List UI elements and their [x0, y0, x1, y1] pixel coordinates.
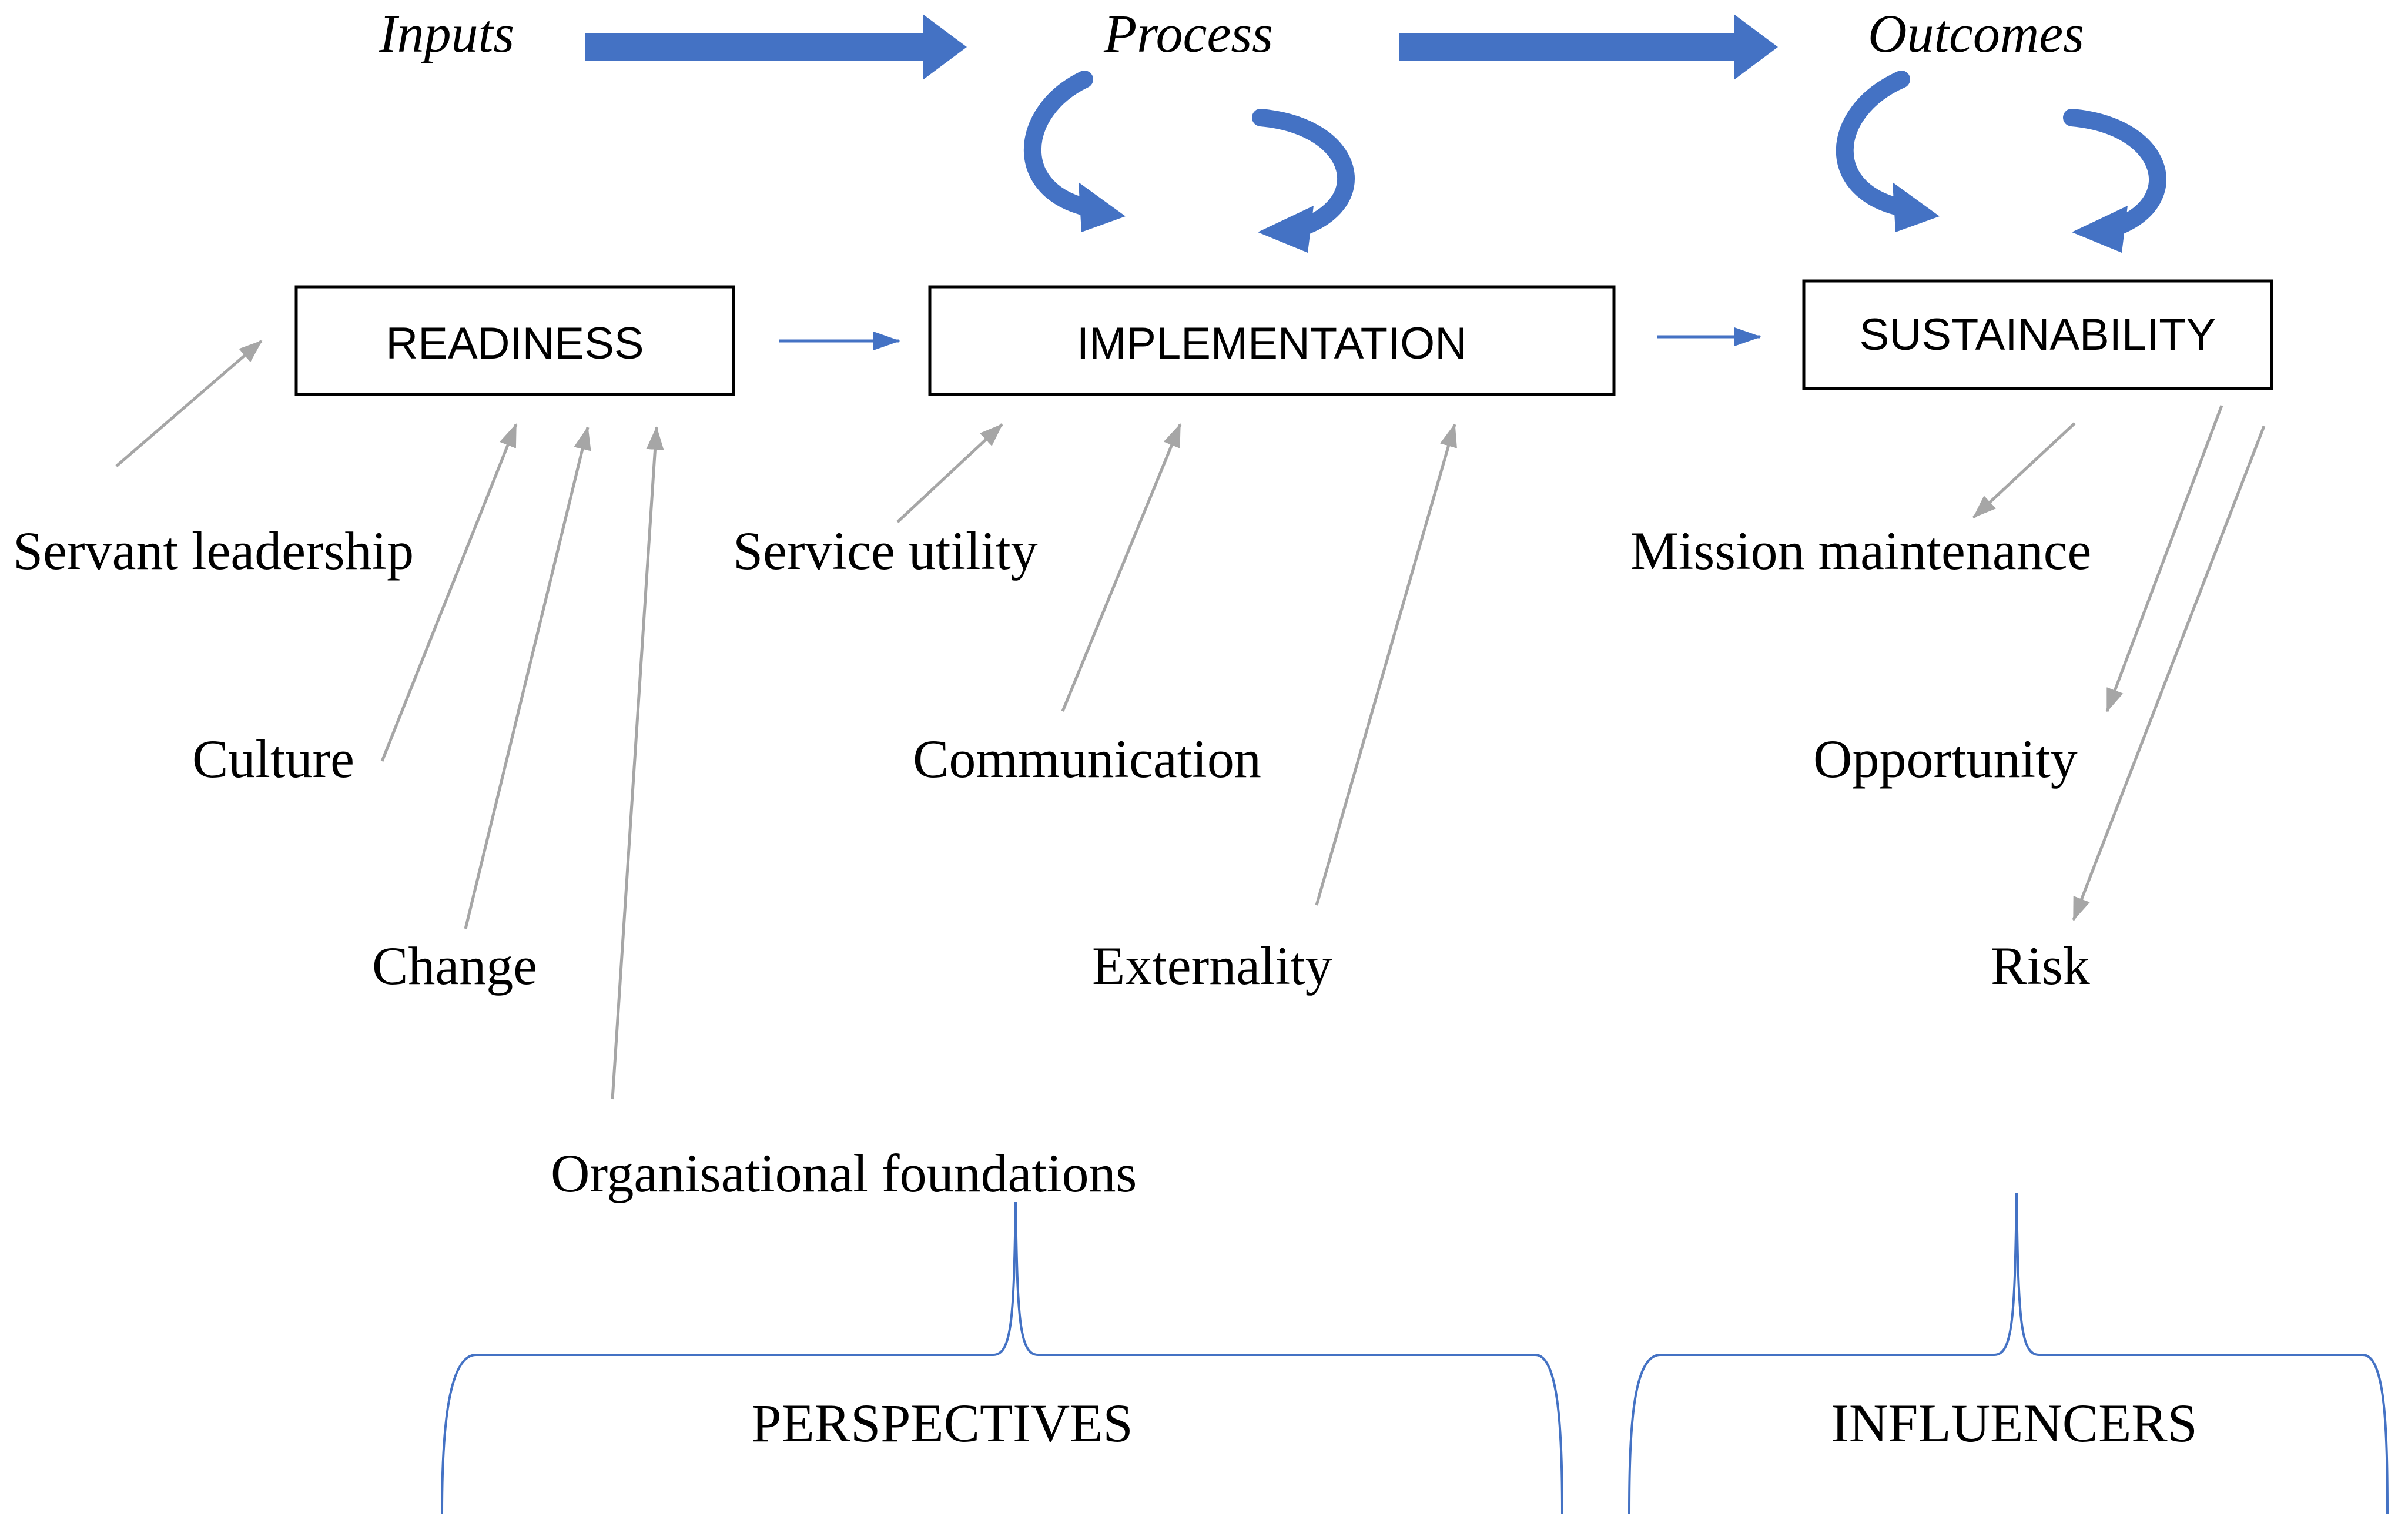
stage-label-inputs: Inputs — [379, 4, 514, 63]
process-to-outcomes-arrow — [1399, 14, 1778, 80]
factor-culture: Culture — [192, 729, 354, 789]
organisational-foundations-arrow — [611, 426, 664, 1100]
implementation-label: IMPLEMENTATION — [1077, 319, 1467, 369]
mission-maintenance-arrow — [1972, 422, 2076, 518]
factor-mission-maintenance: Mission maintenance — [1630, 521, 2091, 581]
factor-externality: Externality — [1092, 936, 1332, 996]
servant-leadership-arrow — [115, 340, 263, 467]
factor-change: Change — [372, 936, 537, 996]
process-cycle-arrow-left — [1024, 71, 1126, 232]
stage-label-outcomes: Outcomes — [1868, 4, 2084, 63]
factor-servant-leadership: Servant leadership — [13, 521, 414, 581]
influencers-brace — [1628, 1193, 2389, 1514]
risk-arrow — [2072, 426, 2266, 921]
factor-organisational-foundations: Organisational foundations — [551, 1143, 1137, 1203]
inputs-to-process-arrow — [585, 14, 967, 80]
group-influencers: INFLUENCERS — [1831, 1393, 2198, 1453]
factor-service-utility: Service utility — [733, 521, 1038, 581]
service-utility-arrow — [896, 423, 1003, 523]
outcomes-cycle-arrow-right — [2063, 109, 2166, 253]
culture-arrow — [380, 423, 518, 762]
group-perspectives: PERSPECTIVES — [751, 1393, 1133, 1453]
readiness-label: READINESS — [386, 319, 644, 369]
process-cycle-arrow-right — [1252, 109, 1355, 253]
readiness-box: READINESS — [294, 285, 735, 396]
factor-communication: Communication — [913, 729, 1261, 789]
outcomes-cycle-arrow-left — [1836, 71, 1940, 232]
sustainability-box: SUSTAINABILITY — [1802, 279, 2273, 390]
factor-risk: Risk — [1991, 936, 2090, 996]
change-arrow — [464, 426, 591, 929]
factor-opportunity: Opportunity — [1813, 729, 2078, 789]
implementation-box: IMPLEMENTATION — [928, 285, 1616, 396]
communication-arrow — [1061, 423, 1182, 712]
stage-label-process: Process — [1103, 4, 1273, 63]
externality-arrow — [1315, 423, 1457, 906]
opportunity-arrow — [2105, 405, 2223, 712]
sustainability-label: SUSTAINABILITY — [1860, 310, 2216, 360]
perspectives-brace — [441, 1201, 1563, 1514]
